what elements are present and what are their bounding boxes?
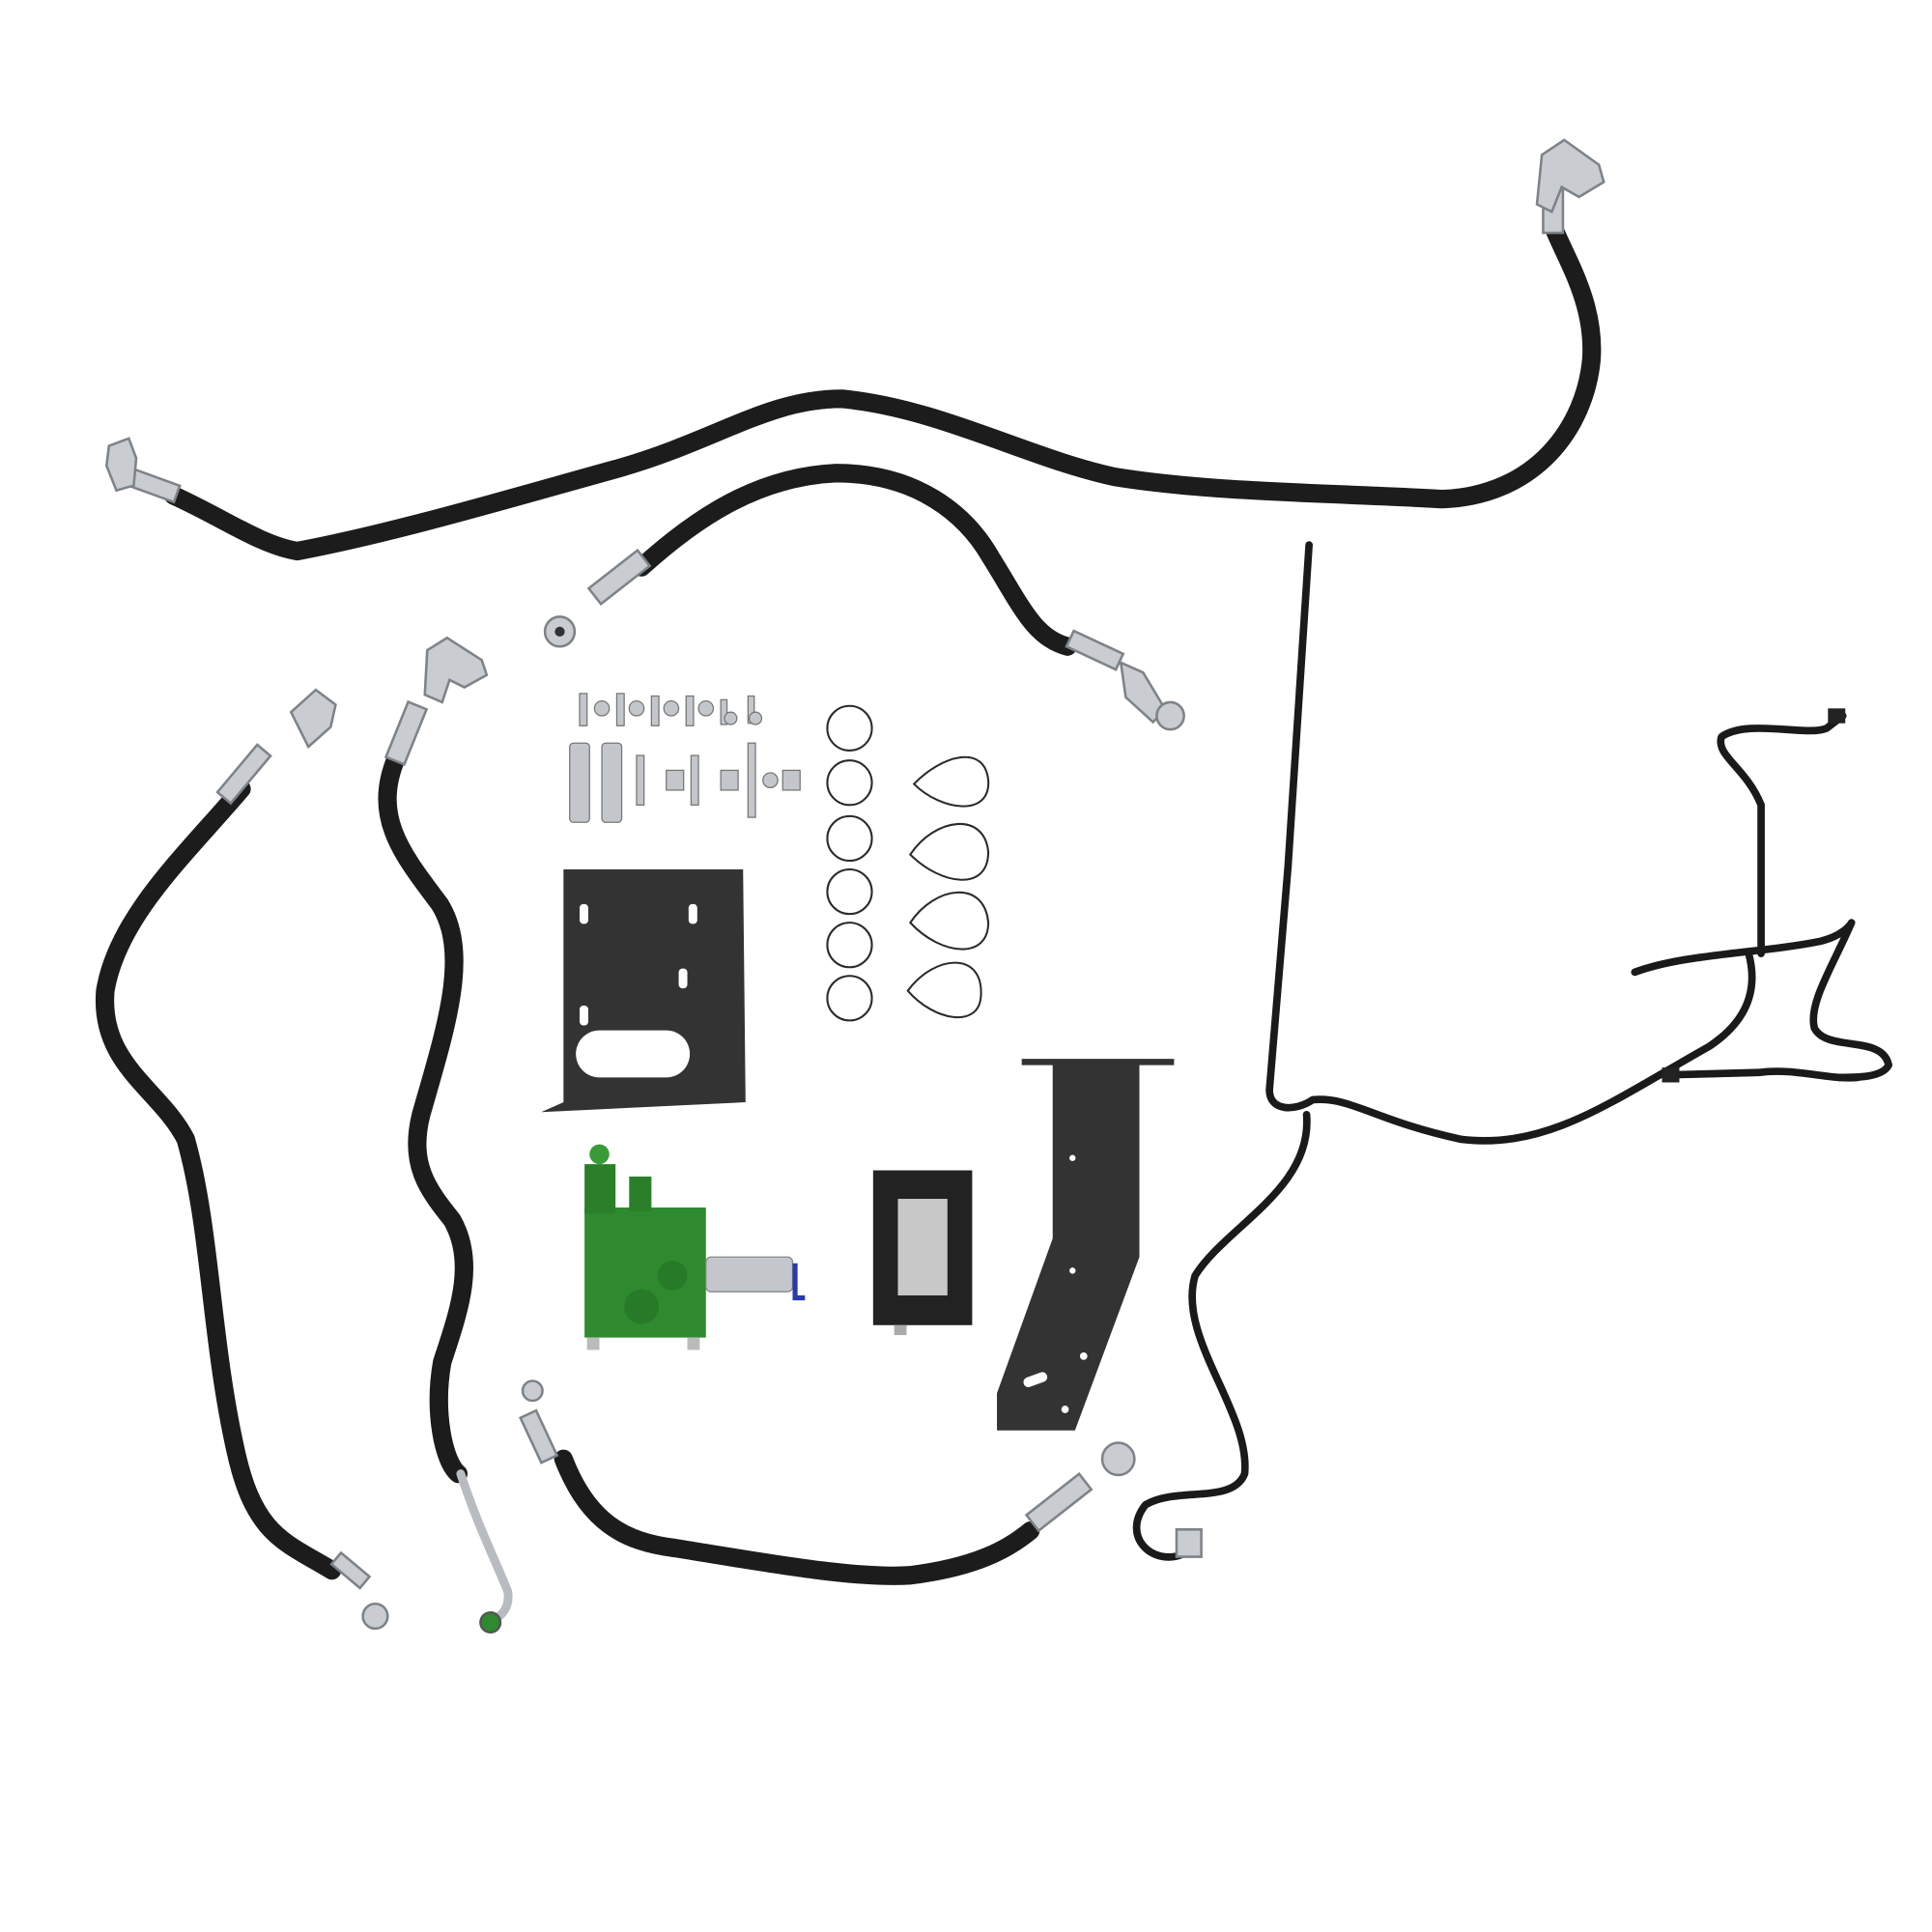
banjo-fitting xyxy=(521,1379,544,1403)
hose-fitting xyxy=(1024,1471,1094,1533)
hose-fitting xyxy=(1065,629,1125,671)
control-box xyxy=(872,1170,973,1336)
elbow-fitting xyxy=(423,636,489,704)
elbow-fitting xyxy=(104,437,138,493)
banjo-fitting xyxy=(1100,1441,1136,1477)
o-ring-fitting xyxy=(479,1610,502,1634)
hardware-set xyxy=(569,693,801,823)
wiring-harness xyxy=(1132,541,1892,1561)
banjo-fitting xyxy=(361,1602,389,1631)
connector xyxy=(1662,1067,1680,1083)
hose-clamps xyxy=(826,704,990,1022)
long-top-hose xyxy=(104,138,1605,561)
hydraulic-valve xyxy=(584,1144,806,1350)
box-window xyxy=(897,1199,948,1296)
connector-clip xyxy=(792,1263,806,1301)
elbow-fitting xyxy=(1535,138,1605,214)
mounting-plate xyxy=(541,869,746,1113)
hose-fitting xyxy=(586,548,652,607)
sensor-fitting xyxy=(1175,1528,1203,1558)
bottom-hose xyxy=(519,1379,1136,1585)
middle-arc-hose xyxy=(543,464,1185,731)
hose-fitting xyxy=(384,699,429,767)
solenoid-cartridge xyxy=(705,1256,794,1293)
connector xyxy=(1828,708,1846,724)
metal-tube xyxy=(456,1469,513,1625)
left-long-hose xyxy=(95,688,389,1631)
hose-fitting xyxy=(329,1550,372,1590)
tall-bracket xyxy=(997,1059,1175,1431)
hose-fitting xyxy=(215,743,272,806)
banjo-fitting xyxy=(1155,700,1185,731)
straight-fitting xyxy=(289,688,337,750)
hose-fitting xyxy=(519,1408,559,1464)
second-long-hose xyxy=(378,636,513,1634)
